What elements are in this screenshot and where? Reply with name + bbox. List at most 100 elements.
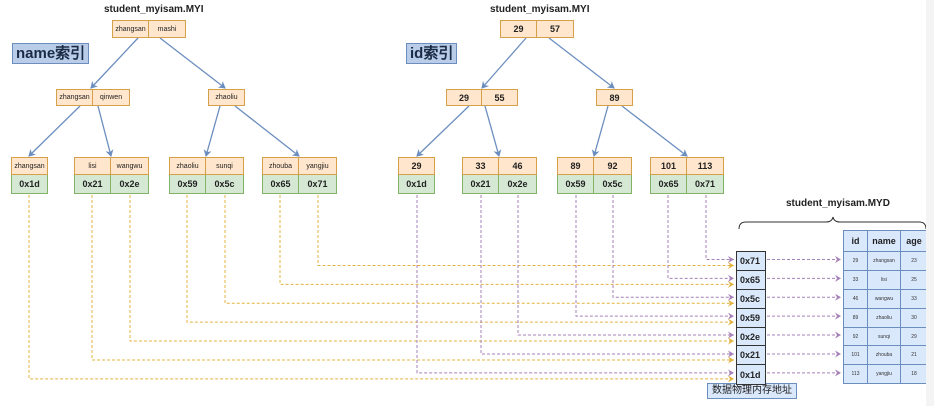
name-root-node: zhangsan mashi — [112, 20, 186, 38]
id-index-tag: id索引 — [406, 43, 458, 64]
name-key: zhaoliu — [208, 89, 245, 106]
cell-age: 29 — [900, 326, 928, 347]
name-leaf-node: zhouba yangjiu 0x65 0x71 — [262, 157, 337, 194]
tree-edge-arrow — [621, 105, 688, 157]
id-index-pointer — [667, 195, 734, 282]
page-edge — [926, 0, 934, 406]
physical-address: 0x5c — [737, 289, 765, 309]
leaf-address: 0x2e — [111, 175, 149, 194]
column-header-age: age — [900, 230, 928, 252]
leaf-address: 0x71 — [687, 175, 724, 194]
name-index-pointer — [91, 195, 734, 364]
id-key: 46 — [499, 157, 537, 175]
name-key: lisi — [74, 157, 111, 175]
tree-edge-arrow — [591, 105, 609, 157]
cell-id: 113 — [843, 364, 868, 385]
id-index-pointer — [705, 195, 734, 263]
leaf-address: 0x21 — [74, 175, 111, 194]
id-index-pointer — [416, 195, 734, 377]
cell-id: 89 — [843, 307, 868, 328]
tree-edge-arrow — [203, 105, 221, 157]
physical-address: 0x2e — [737, 327, 765, 347]
physical-address: 0x59 — [737, 308, 765, 328]
id-key: 113 — [687, 157, 724, 175]
name-key: mashi — [149, 20, 186, 38]
table-header-row: id name age — [843, 230, 928, 252]
id-key: 29 — [398, 157, 435, 175]
data-file-brace — [738, 216, 927, 230]
id-key: 33 — [462, 157, 499, 175]
data-file-title: student_myisam.MYD — [786, 198, 890, 209]
name-key: wangwu — [111, 157, 149, 175]
physical-address-column: 0x71 0x65 0x5c 0x59 0x2e 0x21 0x1d — [736, 251, 766, 386]
tree-edge-arrow — [548, 37, 615, 89]
id-key: 92 — [594, 157, 632, 175]
cell-id: 33 — [843, 269, 868, 290]
column-header-name: name — [867, 230, 901, 252]
tree-edge-arrow — [481, 37, 527, 89]
cell-name: zhangsan — [867, 251, 901, 271]
id-leaf-node: 33 46 0x21 0x2e — [462, 157, 537, 194]
tree-edge-arrow — [28, 105, 81, 157]
cell-id: 101 — [843, 345, 868, 366]
name-index-pointer — [317, 195, 734, 269]
cell-age: 23 — [900, 251, 928, 271]
cell-age: 33 — [900, 288, 928, 309]
id-index-pointer — [480, 195, 734, 358]
cell-age: 25 — [900, 269, 928, 290]
id-key: 89 — [557, 157, 594, 175]
name-key: zhangsan — [112, 20, 149, 38]
name-internal-node: zhangsan qinwen — [56, 89, 130, 106]
cell-id: 92 — [843, 326, 868, 347]
cell-name: zhaoliu — [867, 307, 901, 328]
name-key: zhaoliu — [169, 157, 206, 175]
id-index-pointer — [517, 195, 734, 339]
name-index-pointer — [28, 195, 734, 383]
name-key: zhouba — [262, 157, 299, 175]
cell-name: wangwu — [867, 288, 901, 309]
name-key: qinwen — [93, 89, 130, 106]
cell-id: 29 — [843, 251, 868, 271]
id-index-file-title: student_myisam.MYI — [490, 4, 590, 15]
name-key: sunqi — [206, 157, 244, 175]
id-internal-node: 29 55 — [446, 89, 518, 106]
id-internal-node: 89 — [596, 89, 633, 106]
name-internal-node: zhaoliu — [208, 89, 245, 106]
leaf-address: 0x65 — [262, 175, 299, 194]
tree-edge-arrow — [484, 105, 502, 157]
name-leaf-node: zhangsan 0x1d — [11, 157, 48, 194]
name-leaf-node: zhaoliu sunqi 0x59 0x5c — [169, 157, 244, 194]
leaf-address: 0x65 — [650, 175, 687, 194]
leaf-address: 0x2e — [499, 175, 537, 194]
name-index-tag: name索引 — [12, 43, 90, 64]
name-key: zhangsan — [56, 89, 93, 106]
id-key: 57 — [537, 20, 574, 38]
name-index-file-title: student_myisam.MYI — [104, 4, 204, 15]
name-index-pointer — [279, 195, 734, 288]
cell-name: zhouba — [867, 345, 901, 366]
name-index-pointer — [129, 195, 734, 345]
leaf-address: 0x1d — [398, 175, 435, 194]
leaf-address: 0x5c — [594, 175, 632, 194]
cell-age: 18 — [900, 364, 928, 385]
physical-address-label: 数据物理内存地址 — [707, 383, 797, 399]
cell-age: 30 — [900, 307, 928, 328]
id-leaf-node: 89 92 0x59 0x5c — [557, 157, 632, 194]
tree-edge-arrow — [97, 105, 114, 157]
id-leaf-node: 29 0x1d — [398, 157, 435, 194]
physical-address: 0x21 — [737, 346, 765, 366]
physical-address: 0x65 — [737, 270, 765, 290]
id-key: 89 — [596, 89, 633, 106]
name-index-pointer — [224, 195, 734, 307]
column-header-id: id — [843, 230, 868, 252]
id-index-pointer — [612, 195, 734, 301]
id-key: 29 — [446, 89, 482, 106]
cell-age: 21 — [900, 345, 928, 366]
